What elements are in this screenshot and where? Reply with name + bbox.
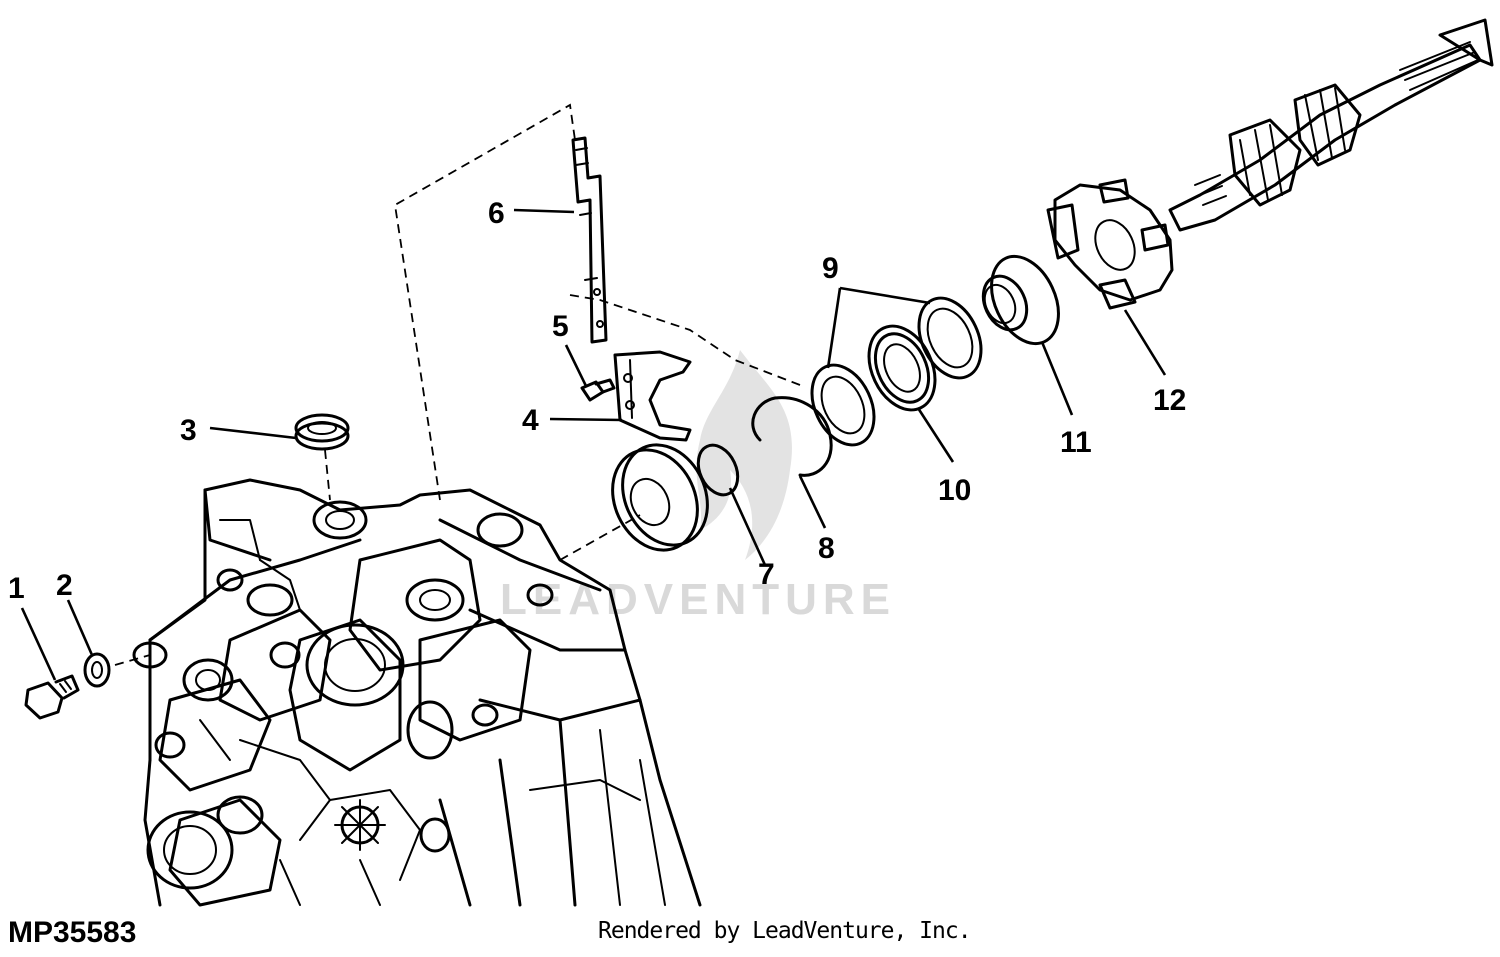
part-12-clutch-collar: [1046, 178, 1174, 310]
callout-9: 9: [822, 252, 839, 285]
callout-4: 4: [522, 404, 539, 437]
render-credit: Rendered by LeadVenture, Inc.: [598, 918, 972, 944]
callout-8: 8: [818, 532, 835, 565]
part-2-washer: [83, 652, 111, 688]
callout-3: 3: [180, 414, 197, 447]
callout-10: 10: [938, 474, 971, 507]
transmission-housing: [132, 478, 702, 907]
output-shaft: [1168, 18, 1494, 232]
part-3-seal: [294, 413, 350, 451]
part-6-shift-shaft: [571, 136, 608, 344]
watermark: LEADVENTURE: [500, 350, 896, 624]
callouts: 1 2 3 4 5 6 7 8 9 10 11 12: [8, 197, 1186, 605]
part-11-collar: [981, 254, 1060, 346]
part-4-shift-fork: [613, 350, 692, 442]
callout-7: 7: [758, 558, 775, 591]
callout-5: 5: [552, 310, 569, 343]
leader-lines: [20, 208, 1167, 681]
part-10-thrust-washer: [867, 324, 937, 412]
watermark-flame-icon: [696, 350, 792, 560]
part-7-snap-ring: [696, 443, 740, 497]
callout-12: 12: [1153, 384, 1186, 417]
part-8-retaining-ring: [751, 396, 833, 477]
callout-2: 2: [56, 569, 73, 602]
callout-1: 1: [8, 572, 25, 605]
part-9-washer-a: [810, 363, 876, 447]
part-5-screw: [580, 378, 616, 402]
callout-11: 11: [1060, 426, 1092, 459]
part-1-plug: [24, 674, 80, 720]
figure-id: MP35583: [8, 916, 137, 949]
watermark-text: LEADVENTURE: [500, 575, 896, 624]
callout-6: 6: [488, 197, 505, 230]
